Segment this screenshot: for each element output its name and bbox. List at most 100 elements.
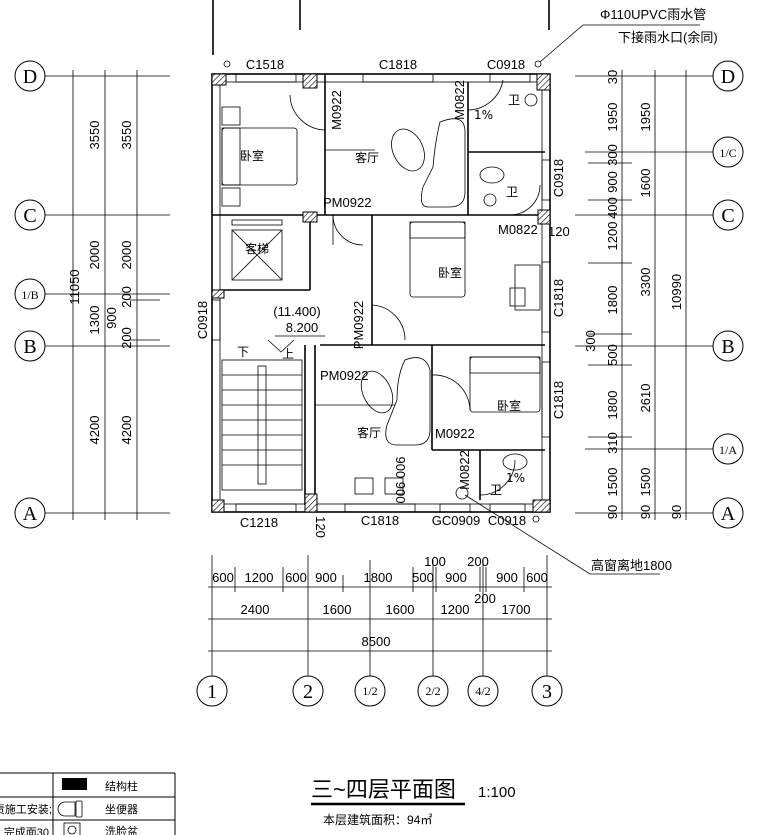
svg-text:900: 900 — [445, 570, 467, 585]
svg-text:2/2: 2/2 — [425, 684, 440, 698]
svg-text:100: 100 — [424, 554, 446, 569]
svg-text:完成面30: 完成面30 — [4, 825, 49, 835]
svg-text:2: 2 — [303, 681, 313, 703]
svg-text:3550: 3550 — [119, 121, 134, 150]
svg-text:600: 600 — [212, 570, 234, 585]
room-bedroom-2: 卧室 — [438, 265, 462, 280]
svg-text:1200: 1200 — [245, 570, 274, 585]
toilet-icon — [57, 800, 83, 818]
legend-table: 结构柱 坐便器 洗脸盆 责施工安装; 完成面30 — [0, 772, 176, 835]
svg-text:10990: 10990 — [669, 274, 684, 310]
windows — [211, 73, 551, 513]
svg-text:200: 200 — [474, 591, 496, 606]
column-swatch-icon — [62, 778, 87, 790]
svg-text:1/A: 1/A — [719, 443, 737, 457]
svg-text:C: C — [23, 205, 36, 227]
nightstand — [221, 106, 241, 126]
svg-text:2610: 2610 — [638, 384, 653, 413]
svg-text:2400: 2400 — [241, 602, 270, 617]
axis-bubble-1B: 1/B — [14, 278, 46, 310]
drawing-title: 三~四层平面图 1:100 本层建筑面积：94㎡ — [311, 777, 516, 827]
svg-text:结构柱: 结构柱 — [105, 779, 138, 793]
svg-text:C1818: C1818 — [379, 57, 417, 72]
thickness-label: 120 — [548, 224, 570, 239]
svg-text:30: 30 — [605, 70, 620, 84]
pipe-note-line2: 下接雨水口(余同) — [618, 30, 718, 45]
svg-text:PM0922: PM0922 — [351, 301, 366, 349]
axis-bubble-3: 3 — [531, 675, 563, 707]
svg-text:C0918: C0918 — [487, 57, 525, 72]
svg-text:1200: 1200 — [605, 222, 620, 251]
svg-text:310: 310 — [605, 432, 620, 454]
walls — [211, 73, 551, 513]
axis-lines — [45, 75, 713, 676]
svg-text:90: 90 — [669, 505, 684, 519]
floor-area: 本层建筑面积：94㎡ — [323, 812, 432, 827]
svg-text:200: 200 — [467, 554, 489, 569]
room-living-2: 客厅 — [357, 425, 381, 440]
svg-text:M0822: M0822 — [498, 222, 538, 237]
svg-text:1800: 1800 — [605, 391, 620, 420]
axis-bubble-2: 2 — [292, 675, 324, 707]
svg-text:500: 500 — [605, 344, 620, 366]
svg-text:300: 300 — [605, 144, 620, 166]
axis-bubble-A: A — [14, 497, 46, 529]
svg-text:1: 1 — [207, 681, 217, 703]
svg-text:300: 300 — [583, 330, 598, 352]
axis-bubble-1-2: 1/2 — [354, 675, 386, 707]
room-bath-3: 卫 — [490, 483, 502, 497]
svg-text:4200: 4200 — [87, 416, 102, 445]
door-swings — [289, 79, 541, 496]
structural-columns — [211, 73, 551, 513]
slope-label: 1% — [474, 108, 493, 122]
stair-down-label: 下 — [237, 345, 249, 359]
washbasin-icon — [63, 822, 81, 835]
thickness-label: 120 — [313, 516, 328, 538]
svg-text:3550: 3550 — [87, 121, 102, 150]
svg-text:1950: 1950 — [638, 103, 653, 132]
svg-text:GC0909: GC0909 — [432, 513, 480, 528]
axis-bubble-B: B — [712, 330, 744, 362]
room-bath-1: 卫 — [508, 93, 520, 107]
svg-text:90: 90 — [638, 505, 653, 519]
left-dimensions: 11050 3550 2000 1300 4200 3550 2000 200 … — [67, 70, 160, 520]
title-main: 三~四层平面图 — [311, 777, 456, 802]
svg-text:2000: 2000 — [119, 241, 134, 270]
axis-bubble-C: C — [712, 199, 744, 231]
bottom-dimensions: 600 1200 600 900 1800 500 900 900 600 10… — [208, 554, 552, 652]
svg-text:高窗离地1800: 高窗离地1800 — [591, 558, 672, 573]
svg-text:PM0922: PM0922 — [320, 368, 368, 383]
axis-bubble-C: C — [14, 199, 46, 231]
svg-text:1800: 1800 — [605, 286, 620, 315]
svg-text:C1818: C1818 — [551, 279, 566, 317]
svg-text:C0918: C0918 — [195, 301, 210, 339]
svg-text:PM0922: PM0922 — [323, 195, 371, 210]
svg-text:C0918: C0918 — [551, 159, 566, 197]
right-axis-bubbles: D 1/C C B 1/A A — [712, 60, 744, 529]
svg-text:11050: 11050 — [67, 269, 82, 304]
svg-text:1500: 1500 — [605, 468, 620, 497]
high-window-note: 高窗离地1800 — [464, 494, 672, 575]
elevator — [231, 229, 283, 281]
axis-bubble-4-2: 4/2 — [467, 675, 499, 707]
svg-text:B: B — [23, 336, 36, 358]
svg-text:1300: 1300 — [87, 306, 102, 335]
svg-text:1600: 1600 — [638, 169, 653, 198]
room-living-1: 客厅 — [355, 150, 379, 165]
svg-text:200: 200 — [119, 327, 134, 349]
svg-text:1600: 1600 — [323, 602, 352, 617]
axis-bubble-1C: 1/C — [712, 136, 744, 168]
svg-text:900: 900 — [315, 570, 337, 585]
furniture — [221, 93, 541, 500]
svg-text:1200: 1200 — [441, 602, 470, 617]
title-scale: 1:100 — [478, 784, 516, 801]
svg-text:D: D — [721, 66, 735, 88]
svg-text:M0822: M0822 — [452, 80, 467, 120]
svg-text:C1818: C1818 — [551, 381, 566, 419]
slope-label: 1% — [506, 471, 525, 485]
svg-text:600: 600 — [285, 570, 307, 585]
svg-text:500: 500 — [412, 570, 434, 585]
svg-text:D: D — [23, 66, 37, 88]
svg-text:1600: 1600 — [386, 602, 415, 617]
